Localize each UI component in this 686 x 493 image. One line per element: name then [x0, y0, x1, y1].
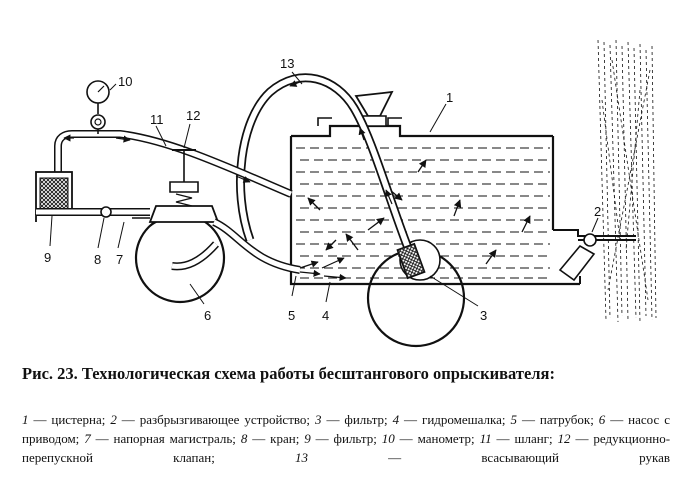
legend-number: 4 — [392, 412, 400, 427]
legend-number: 6 — [598, 412, 606, 427]
legend-text: — редукционно-перепускной клапан; — [22, 431, 671, 465]
label-valve: 8 — [94, 252, 101, 267]
legend-item: 13 — всасывающий рукав — [295, 450, 670, 465]
legend-text: — патрубок; — [517, 412, 594, 427]
label-pump: 6 — [204, 308, 211, 323]
sprayer-schematic: 1 2 3 4 5 6 7 8 9 10 11 12 13 — [35, 39, 657, 348]
legend-item: 7 — напорная магистраль; — [84, 431, 236, 446]
label-sprayer: 2 — [594, 204, 601, 219]
legend-number: 1 — [22, 412, 29, 427]
legend-text: — цистерна; — [28, 412, 106, 427]
valve — [100, 206, 112, 218]
legend-text: — манометр; — [394, 431, 475, 446]
legend-item: 1 — цистерна; — [22, 412, 105, 427]
legend-number: 10 — [381, 431, 395, 446]
suction-hose — [236, 73, 413, 250]
legend-number: 8 — [240, 431, 248, 446]
liquid-waves — [296, 147, 550, 279]
pump — [134, 212, 226, 304]
legend-item: 6 — насос с приводом; — [22, 412, 670, 446]
filling-funnel — [354, 90, 394, 127]
legend-text: — шланг; — [491, 431, 553, 446]
label-nozzle: 5 — [288, 308, 295, 323]
legend-item: 4 — гидромешалка; — [393, 412, 506, 427]
figure-legend: 1 — цистерна; 2 — разбрызгивающее устрой… — [22, 410, 670, 467]
legend-number: 9 — [304, 431, 311, 446]
legend-number: 2 — [110, 412, 117, 427]
nozzle — [212, 218, 347, 281]
legend-text: — напорная магистраль; — [90, 431, 236, 446]
legend-text: — всасывающий рукав — [308, 450, 671, 465]
legend-number: 5 — [510, 412, 518, 427]
legend-item: 11 — шланг; — [480, 431, 553, 446]
legend-text: — фильтр; — [310, 431, 377, 446]
legend-item: 3 — фильтр; — [315, 412, 388, 427]
filter-main — [396, 242, 426, 280]
legend-number: 3 — [315, 412, 322, 427]
gauge — [86, 80, 110, 134]
legend-text: — разбрызгивающее устройство; — [116, 412, 311, 427]
label-filter-main: 3 — [480, 308, 487, 323]
legend-item: 5 — патрубок; — [511, 412, 594, 427]
label-tank: 1 — [446, 90, 453, 105]
legend-text: — фильтр; — [321, 412, 388, 427]
label-filter-small: 9 — [44, 250, 51, 265]
label-suction-hose: 13 — [280, 56, 294, 71]
hose — [54, 130, 293, 198]
legend-text: — кран; — [247, 431, 300, 446]
legend-item: 12 — редукционно-перепускной клапан; — [22, 431, 670, 465]
label-pressure-line: 7 — [116, 252, 123, 267]
legend-item: 10 — манометр; — [382, 431, 475, 446]
legend-number: 13 — [295, 450, 308, 465]
legend-text: — гидромешалка; — [399, 412, 506, 427]
legend-text: — насос с приводом; — [22, 412, 670, 446]
filter-small — [35, 171, 73, 222]
spray-cloud — [597, 39, 657, 323]
sprayer — [553, 229, 636, 284]
pressure-line — [36, 206, 150, 218]
circulation-arrows — [307, 159, 531, 265]
label-relief-valve: 12 — [186, 108, 200, 123]
label-mixer: 4 — [322, 308, 329, 323]
relief-valve — [132, 149, 220, 223]
label-hose: 11 — [150, 112, 164, 127]
leader-lines — [49, 71, 599, 307]
legend-number: 7 — [84, 431, 91, 446]
figure-caption: Рис. 23. Технологическая схема работы бе… — [22, 364, 555, 383]
legend-number: 11 — [479, 431, 492, 446]
label-gauge: 10 — [118, 74, 132, 89]
legend-item: 9 — фильтр; — [304, 431, 377, 446]
legend-number: 12 — [557, 431, 571, 446]
legend-item: 2 — разбрызгивающее устройство; — [110, 412, 310, 427]
legend-item: 8 — кран; — [241, 431, 299, 446]
